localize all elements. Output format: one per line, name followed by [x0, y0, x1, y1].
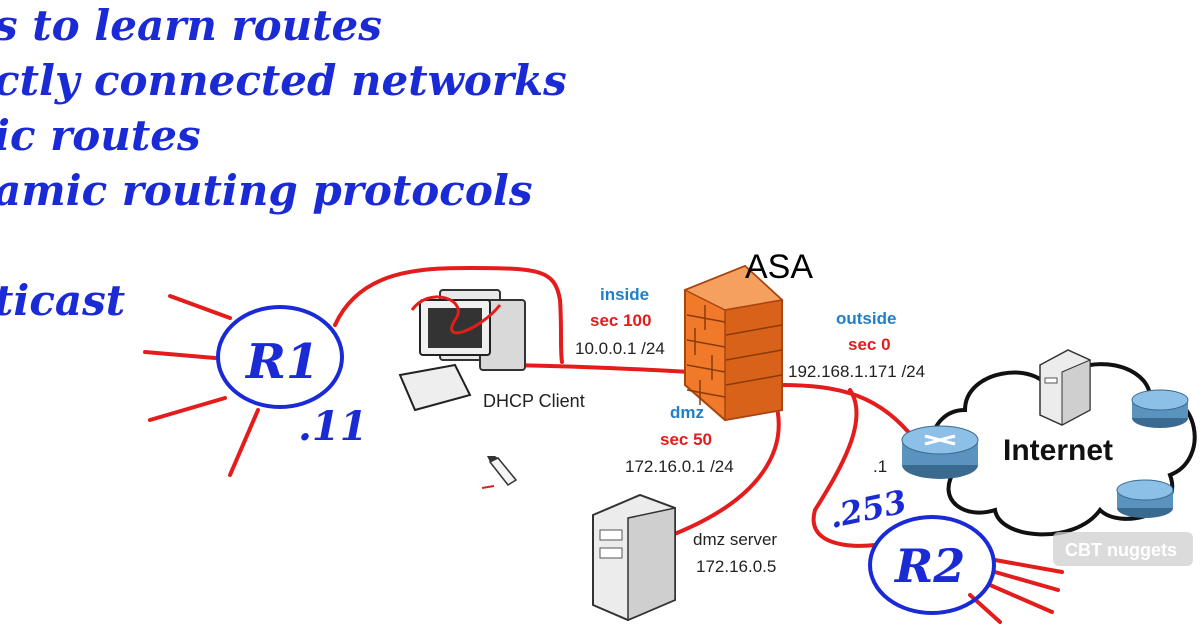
dmz-name: dmz: [670, 403, 704, 422]
red-links: [143, 265, 1064, 624]
dmz-sec: sec 50: [660, 430, 712, 449]
server-side: [627, 507, 676, 622]
asa-to-internet-link: [778, 383, 917, 442]
internet-edge-router: .1: [873, 425, 979, 479]
r1-spoke: [228, 408, 260, 477]
r1-to-inside-link: [333, 265, 564, 364]
inside-interface-labels: inside sec 100 10.0.0.1 /24: [575, 285, 665, 358]
asa-firewall: ASA: [683, 248, 813, 422]
dmz-ip: 172.16.0.1 /24: [625, 457, 734, 476]
outside-interface-labels: outside sec 0 192.168.1.171 /24: [788, 309, 925, 381]
r2-spoke: [988, 583, 1054, 614]
watermark-bg: [1053, 532, 1193, 566]
r1-router: R1 .11: [216, 305, 368, 450]
r1-label: R1: [244, 334, 319, 390]
outside-to-r2-link: [811, 388, 877, 548]
dmz-server: dmz server 172.16.0.5: [592, 493, 777, 622]
note-line-4: amic routing protocols: [0, 166, 532, 215]
r2-label: R2: [893, 539, 965, 593]
dhcp-client-computer: DHCP Client: [398, 289, 585, 412]
internet-cloud: Internet: [929, 349, 1197, 537]
inside-sec: sec 100: [590, 311, 651, 330]
brick-pattern-icon: [686, 305, 783, 405]
watermark-text: CBT nuggets: [1065, 540, 1177, 560]
pc-keyboard: [398, 363, 472, 412]
r1-spoke: [143, 350, 217, 360]
red-scribble-icon: [410, 295, 502, 335]
internet-label: Internet: [1003, 434, 1113, 467]
r2-circle: [868, 515, 996, 615]
pencil-cursor-icon: [481, 456, 518, 489]
asa-title: ASA: [745, 248, 813, 286]
handwritten-notes: s to learn routes ctly connected network…: [0, 1, 567, 325]
note-line-5: ticast: [0, 276, 125, 325]
note-line-2: ctly connected networks: [0, 56, 567, 105]
r2-spoke: [993, 558, 1064, 574]
r1-spoke: [148, 396, 227, 422]
cloud-router-icon: [1116, 479, 1174, 518]
server-bay: [599, 529, 623, 541]
outside-sec: sec 0: [848, 335, 891, 354]
note-line-3: ic routes: [0, 111, 201, 160]
inside-ip: 10.0.0.1 /24: [575, 339, 665, 358]
router-arrows-icon: [924, 434, 956, 446]
r2-ip-label: .253: [826, 482, 910, 535]
asa-to-dmz-link: [670, 398, 781, 537]
cloud-router-icon: [1131, 389, 1189, 428]
cbt-nuggets-watermark: CBT nuggets: [1053, 532, 1193, 566]
r2-spoke: [993, 570, 1060, 592]
outside-name: outside: [836, 309, 896, 328]
cloud-server-icon: [1039, 349, 1091, 426]
outside-ip: 192.168.1.171 /24: [788, 362, 925, 381]
pc-to-asa-link: [508, 363, 692, 374]
r1-ip-label: .11: [298, 403, 368, 450]
edge-router-ip: .1: [873, 457, 887, 476]
note-line-1: s to learn routes: [0, 1, 382, 50]
dmz-server-ip: 172.16.0.5: [696, 557, 776, 576]
r1-circle: [216, 305, 344, 409]
inside-name: inside: [600, 285, 649, 304]
server-bay: [599, 547, 623, 559]
firewall-side: [724, 299, 783, 421]
dmz-server-label: dmz server: [693, 530, 777, 549]
dmz-interface-labels: dmz sec 50 172.16.0.1 /24: [625, 403, 734, 476]
r1-spoke: [168, 294, 232, 320]
r2-router: R2 .253: [826, 482, 996, 615]
dhcp-client-label: DHCP Client: [483, 391, 585, 411]
